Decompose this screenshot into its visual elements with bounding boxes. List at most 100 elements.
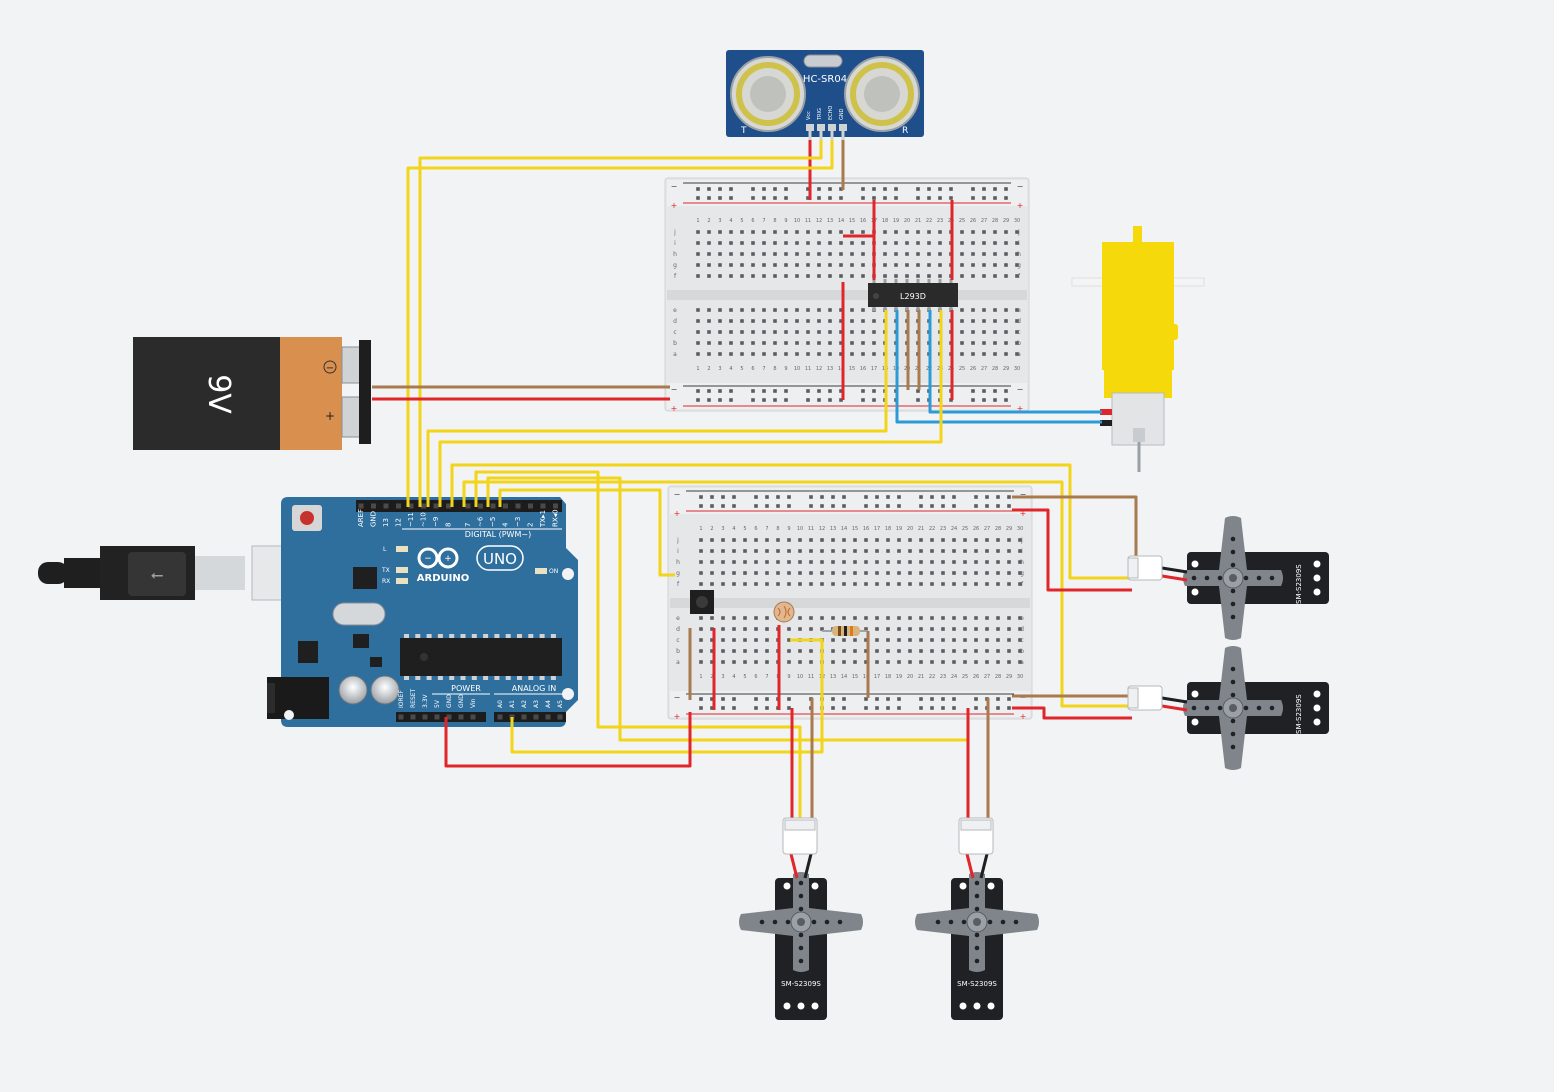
terminal-hole[interactable] [831, 549, 835, 553]
terminal-hole[interactable] [875, 582, 879, 586]
terminal-hole[interactable] [776, 538, 780, 542]
terminal-hole[interactable] [762, 319, 766, 323]
terminal-hole[interactable] [729, 274, 733, 278]
rail-hole[interactable] [916, 196, 920, 200]
terminal-hole[interactable] [971, 308, 975, 312]
terminal-hole[interactable] [886, 616, 890, 620]
rail-hole[interactable] [875, 706, 879, 710]
terminal-hole[interactable] [1015, 230, 1019, 234]
terminal-hole[interactable] [729, 308, 733, 312]
terminal-hole[interactable] [839, 352, 843, 356]
terminal-hole[interactable] [952, 538, 956, 542]
terminal-hole[interactable] [729, 341, 733, 345]
terminal-hole[interactable] [861, 252, 865, 256]
rail-hole[interactable] [776, 495, 780, 499]
terminal-hole[interactable] [762, 230, 766, 234]
analog-pin-hole[interactable] [545, 714, 551, 720]
terminal-hole[interactable] [894, 241, 898, 245]
rail-hole[interactable] [861, 196, 865, 200]
rail-hole[interactable] [699, 495, 703, 499]
terminal-hole[interactable] [809, 571, 813, 575]
rail-hole[interactable] [875, 697, 879, 701]
terminal-hole[interactable] [960, 308, 964, 312]
terminal-hole[interactable] [740, 241, 744, 245]
terminal-hole[interactable] [883, 241, 887, 245]
terminal-hole[interactable] [729, 330, 733, 334]
terminal-hole[interactable] [710, 582, 714, 586]
terminal-hole[interactable] [699, 549, 703, 553]
rail-hole[interactable] [916, 398, 920, 402]
terminal-hole[interactable] [732, 638, 736, 642]
terminal-hole[interactable] [897, 560, 901, 564]
rail-hole[interactable] [710, 504, 714, 508]
rail-hole[interactable] [784, 196, 788, 200]
terminal-hole[interactable] [740, 230, 744, 234]
terminal-hole[interactable] [993, 241, 997, 245]
terminal-hole[interactable] [850, 330, 854, 334]
rail-hole[interactable] [839, 398, 843, 402]
rail-hole[interactable] [864, 706, 868, 710]
terminal-hole[interactable] [872, 319, 876, 323]
rail-hole[interactable] [828, 187, 832, 191]
rail-hole[interactable] [941, 504, 945, 508]
rail-hole[interactable] [718, 389, 722, 393]
rail-hole[interactable] [809, 495, 813, 499]
terminal-hole[interactable] [941, 638, 945, 642]
terminal-hole[interactable] [993, 230, 997, 234]
terminal-hole[interactable] [754, 660, 758, 664]
terminal-hole[interactable] [754, 582, 758, 586]
digital-pin-hole[interactable] [490, 503, 496, 509]
rail-hole[interactable] [883, 196, 887, 200]
terminal-hole[interactable] [875, 627, 879, 631]
rail-hole[interactable] [1007, 697, 1011, 701]
terminal-hole[interactable] [938, 230, 942, 234]
terminal-hole[interactable] [1004, 230, 1008, 234]
terminal-hole[interactable] [963, 660, 967, 664]
terminal-hole[interactable] [751, 263, 755, 267]
terminal-hole[interactable] [718, 341, 722, 345]
terminal-hole[interactable] [806, 263, 810, 267]
terminal-hole[interactable] [971, 230, 975, 234]
terminal-hole[interactable] [941, 538, 945, 542]
terminal-hole[interactable] [894, 263, 898, 267]
terminal-hole[interactable] [886, 627, 890, 631]
terminal-hole[interactable] [839, 230, 843, 234]
rail-hole[interactable] [919, 504, 923, 508]
terminal-hole[interactable] [853, 560, 857, 564]
terminal-hole[interactable] [820, 560, 824, 564]
terminal-hole[interactable] [861, 308, 865, 312]
terminal-hole[interactable] [751, 308, 755, 312]
digital-pin-hole[interactable] [421, 503, 426, 509]
terminal-hole[interactable] [861, 341, 865, 345]
power-pin-hole[interactable] [434, 714, 440, 720]
rail-hole[interactable] [773, 389, 777, 393]
rail-hole[interactable] [754, 495, 758, 499]
terminal-hole[interactable] [787, 627, 791, 631]
terminal-hole[interactable] [886, 582, 890, 586]
terminal-hole[interactable] [820, 538, 824, 542]
terminal-hole[interactable] [740, 330, 744, 334]
terminal-hole[interactable] [875, 571, 879, 575]
terminal-hole[interactable] [905, 274, 909, 278]
rail-hole[interactable] [718, 196, 722, 200]
rail-hole[interactable] [952, 697, 956, 701]
terminal-hole[interactable] [1018, 616, 1022, 620]
terminal-hole[interactable] [806, 319, 810, 323]
terminal-hole[interactable] [831, 638, 835, 642]
terminal-hole[interactable] [908, 538, 912, 542]
terminal-hole[interactable] [765, 538, 769, 542]
terminal-hole[interactable] [729, 263, 733, 267]
terminal-hole[interactable] [806, 330, 810, 334]
terminal-hole[interactable] [729, 241, 733, 245]
rail-hole[interactable] [861, 398, 865, 402]
wire-driver-in2[interactable] [438, 310, 943, 507]
terminal-hole[interactable] [905, 230, 909, 234]
terminal-hole[interactable] [1007, 538, 1011, 542]
terminal-hole[interactable] [982, 319, 986, 323]
terminal-hole[interactable] [765, 638, 769, 642]
rail-hole[interactable] [820, 495, 824, 499]
terminal-hole[interactable] [699, 638, 703, 642]
terminal-hole[interactable] [861, 263, 865, 267]
terminal-hole[interactable] [743, 638, 747, 642]
